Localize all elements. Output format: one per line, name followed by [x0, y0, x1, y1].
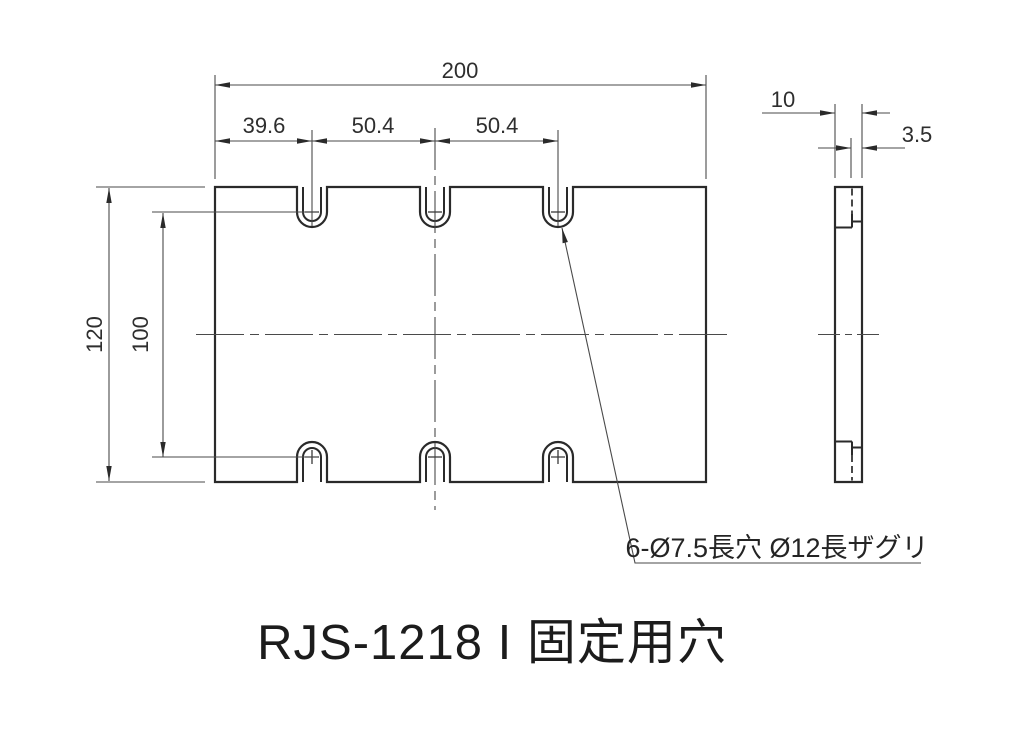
leader-line [561, 227, 921, 564]
arrowhead-top [160, 213, 166, 228]
dim-slot-row-pitch: 100 [128, 211, 318, 458]
dim-slot-spacing-row: 39.6 50.4 50.4 [215, 113, 558, 144]
arrowhead-right [862, 145, 877, 151]
side-view [818, 185, 880, 484]
arrowhead [420, 138, 435, 144]
arrowhead [543, 138, 558, 144]
dim-counterbore-depth-label: 3.5 [902, 122, 933, 147]
arrowhead-left [820, 110, 835, 116]
arrowhead-bottom [106, 466, 112, 481]
hole-note-label: 6-Ø7.5長穴 Ø12長ザグリ [625, 533, 928, 563]
dim-slot-pitch-1-label: 50.4 [352, 113, 395, 138]
arrowhead [435, 138, 450, 144]
dim-thickness: 10 [762, 87, 890, 178]
side-outline [833, 185, 864, 484]
arrowhead [297, 138, 312, 144]
dim-overall-width: 200 [214, 58, 707, 179]
slot-inner-bottom-1 [302, 447, 322, 482]
arrowhead [312, 138, 327, 144]
center-cross-bottom-3 [551, 450, 565, 464]
drawing-title: RJS-1218 I 固定用穴 [257, 616, 727, 670]
hole-note: 6-Ø7.5長穴 Ø12長ザグリ [561, 227, 929, 564]
arrowhead-left [836, 145, 851, 151]
front-view [196, 128, 730, 510]
arrowhead-right [862, 110, 877, 116]
dim-overall-height: 120 [82, 186, 205, 483]
side-counterbore-step-top [835, 214, 862, 229]
plate-outline [213, 185, 708, 484]
arrowhead-bottom [160, 442, 166, 457]
arrowhead [215, 138, 230, 144]
dim-slot-row-pitch-label: 100 [128, 316, 153, 353]
dim-overall-height-label: 120 [82, 316, 107, 353]
arrowhead-top [106, 188, 112, 203]
dim-thickness-label: 10 [771, 87, 795, 112]
slot-inner-bottom-3 [548, 447, 568, 482]
leader-arrowhead [562, 228, 568, 244]
dim-edge-to-first-slot-label: 39.6 [243, 113, 286, 138]
arrowhead-left [215, 82, 230, 88]
dim-overall-width-label: 200 [442, 58, 479, 83]
dim-slot-pitch-2-label: 50.4 [476, 113, 519, 138]
side-counterbore-step-bottom [835, 440, 862, 455]
arrowhead-right [691, 82, 706, 88]
dim-counterbore-depth: 3.5 [818, 122, 932, 178]
